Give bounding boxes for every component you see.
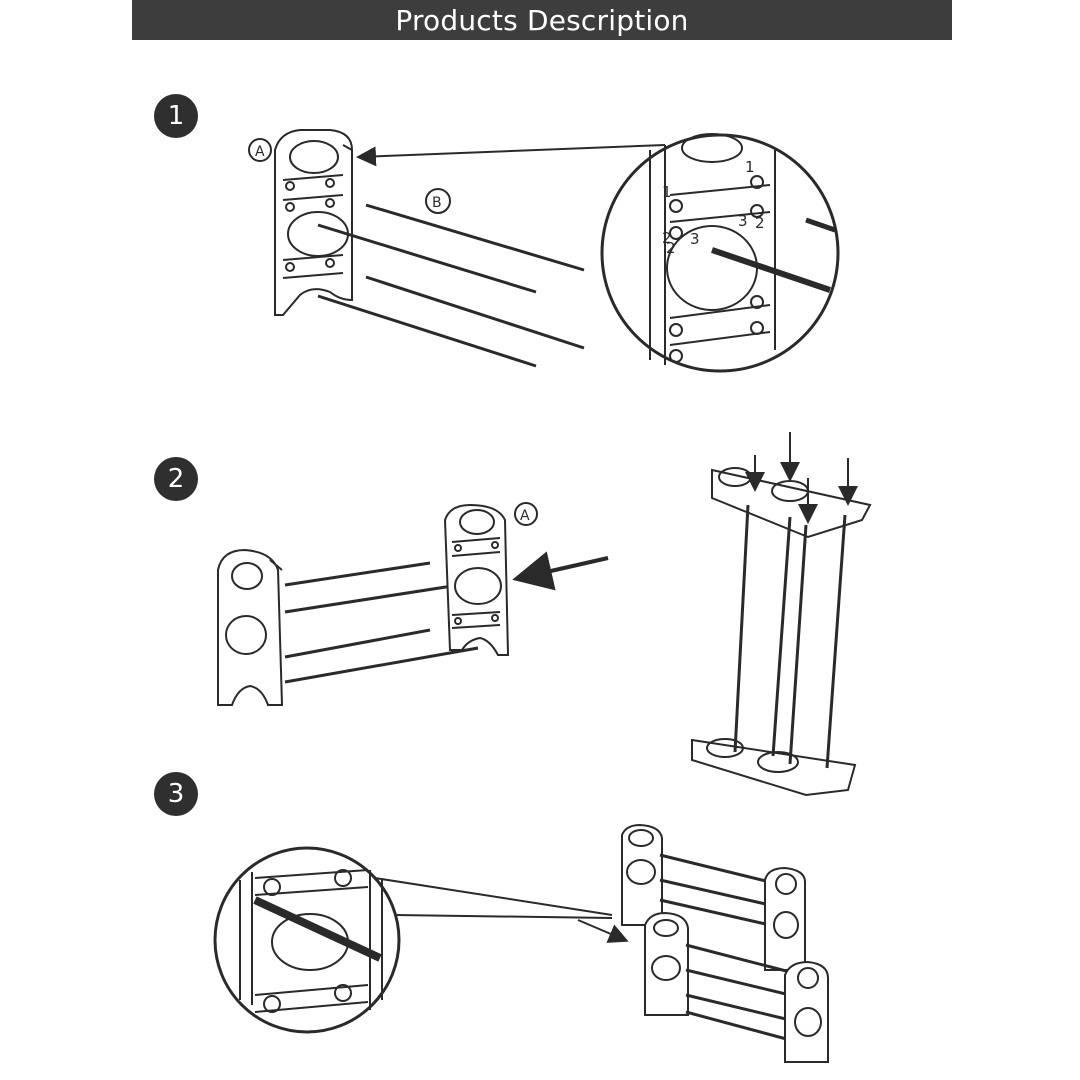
step-2-badge: 2 [154,457,198,501]
callout-b-circle [425,188,451,214]
step-1-badge: 1 [154,94,198,138]
page-title: Products Description [395,3,689,37]
callout-a-circle [248,138,272,162]
hole-label: 1 [662,183,672,201]
hole-label: 2 [662,229,672,247]
callout-b-label: B [432,195,442,211]
step-3-arrow [577,919,629,943]
step-2-illustration [217,432,872,797]
step-3-badge: 3 [154,772,198,816]
header-bar: Products Description [132,0,952,40]
hole-label: 2 [666,239,676,257]
step-2-rods [284,561,479,684]
detail-magnifier-1 [600,133,840,373]
lower-rack-unit [644,911,829,1063]
hole-label: 2 [755,214,765,232]
detail-magnifier-3 [213,846,401,1034]
hole-label: 3 [690,230,700,248]
step-1-arrow [356,144,666,167]
upper-rack-unit [621,823,806,971]
rods-b [317,203,585,368]
hole-label: 1 [745,158,755,176]
callout-a-circle-step-2 [514,502,538,526]
side-panel-a-step-2 [443,503,510,656]
left-end-panel [217,548,284,706]
step-2-arrow [512,551,609,591]
side-panel-a [274,129,353,316]
hole-label: 3 [738,212,748,230]
vertical-assembly [691,432,872,797]
callout-a-label: A [255,144,265,160]
step-1-illustration [248,129,840,373]
callout-a-label-step-2: A [520,508,530,524]
step-3-illustration [213,823,829,1063]
